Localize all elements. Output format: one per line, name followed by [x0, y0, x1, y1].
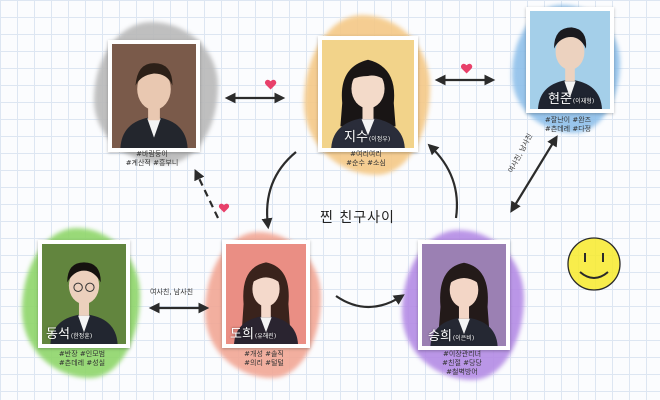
dohui-actor: (유해린) — [254, 333, 277, 340]
character-card-seunghui[interactable]: 승희(이은비) — [418, 240, 510, 350]
jisu-tags: #여리여리 #순수 #소심 — [330, 150, 402, 168]
hyeonjun-actor: (이재형) — [572, 98, 595, 105]
character-card-jisu[interactable]: 지수(이정우) — [318, 36, 418, 152]
seunghui-photo: 승희(이은비) — [422, 244, 506, 346]
top-left-tag-line: #계산적 #흥부니 — [125, 159, 179, 167]
character-card-dongseok[interactable]: 동석(한정훈) — [38, 240, 130, 348]
dohui-name-text: 도희 — [230, 327, 254, 342]
dongseok-tags: #반장 #인모범 #츤데레 #성실 — [44, 350, 120, 368]
hyeonjun-tags: #잘난이 #완즈 #츤데레 #다정 — [530, 116, 606, 134]
dongseok-tag-line: #반장 #인모범 — [58, 350, 106, 358]
top-left-portrait — [112, 44, 196, 148]
top-left-tags: #바람둥이 #계산적 #흥부니 — [116, 150, 188, 168]
dongseok-name-text: 동석 — [46, 327, 70, 342]
top-left-photo — [112, 44, 196, 148]
dohui-portrait — [226, 244, 306, 344]
jisu-portrait — [322, 40, 414, 148]
jisu-actor: (이정우) — [368, 136, 391, 143]
hyeonjun-name-text: 현준 — [548, 92, 572, 107]
jisu-name-text: 지수 — [344, 130, 368, 145]
dohui-tag-line: #개성 #솔직 — [244, 350, 284, 358]
seunghui-name-text: 승희 — [428, 329, 452, 344]
character-card-hyeonjun[interactable]: 현준(이재형) — [526, 7, 614, 113]
jisu-name: 지수(이정우) — [344, 126, 390, 145]
dongseok-actor: (한정훈) — [70, 333, 93, 340]
seunghui-tag-line: #친절 #당당 — [442, 359, 482, 367]
heart-icon — [460, 63, 473, 74]
seunghui-tag-line: #이장관리녀 — [442, 350, 482, 358]
hyeonjun-tag-line: #잘난이 #완즈 — [544, 116, 592, 124]
hyeonjun-tag-line: #츤데레 #다정 — [544, 125, 592, 133]
hyeonjun-name: 현준(이재형) — [548, 88, 594, 107]
hyeonjun-portrait — [530, 11, 610, 109]
heart-icon — [218, 203, 230, 213]
dohui-name: 도희(유해린) — [230, 323, 276, 342]
center-label: 찐 친구사이 — [320, 210, 395, 226]
dohui-tags: #개성 #솔직 #의리 #털털 — [226, 350, 302, 368]
character-card-dohui[interactable]: 도희(유해린) — [222, 240, 310, 348]
jisu-tag-line: #여리여리 — [350, 150, 382, 158]
seunghui-name: 승희(이은비) — [428, 325, 474, 344]
seunghui-tag-line: #철벽방어 — [446, 368, 478, 376]
dongseok-photo: 동석(한정훈) — [42, 244, 126, 344]
dohui-photo: 도희(유해린) — [226, 244, 306, 344]
seunghui-portrait — [422, 244, 506, 346]
jisu-tag-line: #순수 #소심 — [346, 159, 386, 167]
arrow-jisu-dohui — [261, 151, 297, 230]
seunghui-tags: #이장관리녀 #친절 #당당 #철벽방어 — [424, 350, 500, 377]
top-left-tag-line: #바람둥이 — [136, 150, 168, 158]
arrow-dohui-topleft-dashed — [194, 169, 219, 219]
relationship-label-seunghui-hyeonjun: 여사친, 남사친 — [506, 132, 535, 175]
seunghui-actor: (이은비) — [452, 335, 475, 342]
arrow-dohui-seunghui — [335, 294, 405, 308]
dongseok-tag-line: #츤데레 #성실 — [58, 359, 106, 367]
heart-icon — [264, 79, 277, 90]
smiley-icon — [567, 237, 621, 291]
dongseok-portrait — [42, 244, 126, 344]
dongseok-name: 동석(한정훈) — [46, 323, 92, 342]
character-card-top-left[interactable] — [108, 40, 200, 152]
arrow-seunghui-jisu — [427, 143, 458, 219]
hyeonjun-photo: 현준(이재형) — [530, 11, 610, 109]
jisu-photo: 지수(이정우) — [322, 40, 414, 148]
dohui-tag-line: #의리 #털털 — [244, 359, 284, 367]
relationship-label-dongseok-dohui: 여사친, 남사친 — [150, 288, 194, 296]
